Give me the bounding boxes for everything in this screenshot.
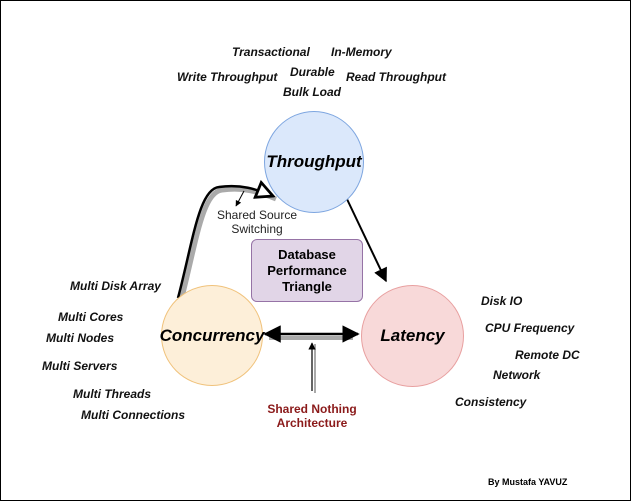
label-bulk-load: Bulk Load	[283, 85, 342, 99]
label-durable: Durable	[290, 65, 335, 79]
concurrency-label: Multi Servers	[42, 359, 118, 373]
shared-source-label: Shared Source Switching	[216, 208, 298, 236]
performance-triangle-box: Database Performance Triangle	[251, 239, 363, 302]
label-write-throughput: Write Throughput	[177, 70, 278, 84]
edge-concurrency-throughput	[176, 186, 273, 299]
latency-label: Disk IO	[481, 294, 523, 308]
author-credit: By Mustafa YAVUZ	[488, 477, 568, 487]
latency-node-label: Latency	[380, 326, 445, 345]
label-in-memory: In-Memory	[331, 45, 392, 59]
latency-label: CPU Frequency	[485, 321, 575, 335]
concurrency-label: Multi Disk Array	[70, 279, 161, 293]
label-transactional: Transactional	[232, 45, 310, 59]
concurrency-node-label: Concurrency	[159, 325, 265, 345]
concurrency-node: Concurrency	[159, 285, 265, 386]
performance-triangle-label: Database Performance Triangle	[267, 246, 347, 294]
concurrency-label: Multi Threads	[73, 387, 152, 401]
edge-shared-source-pointer	[235, 190, 245, 207]
throughput-node: Throughput	[264, 111, 364, 213]
edge-throughput-latency	[345, 196, 387, 283]
shared-nothing-label: Shared Nothing Architecture	[267, 402, 357, 430]
concurrency-label: Multi Connections	[81, 408, 185, 422]
concurrency-label: Multi Nodes	[46, 331, 114, 345]
latency-label: Remote DC	[515, 348, 580, 362]
label-read-throughput: Read Throughput	[346, 70, 446, 84]
latency-label: Network	[493, 368, 541, 382]
latency-label: Consistency	[455, 395, 527, 409]
concurrency-label: Multi Cores	[58, 310, 124, 324]
latency-node: Latency	[361, 285, 464, 387]
throughput-node-label: Throughput	[266, 152, 362, 171]
